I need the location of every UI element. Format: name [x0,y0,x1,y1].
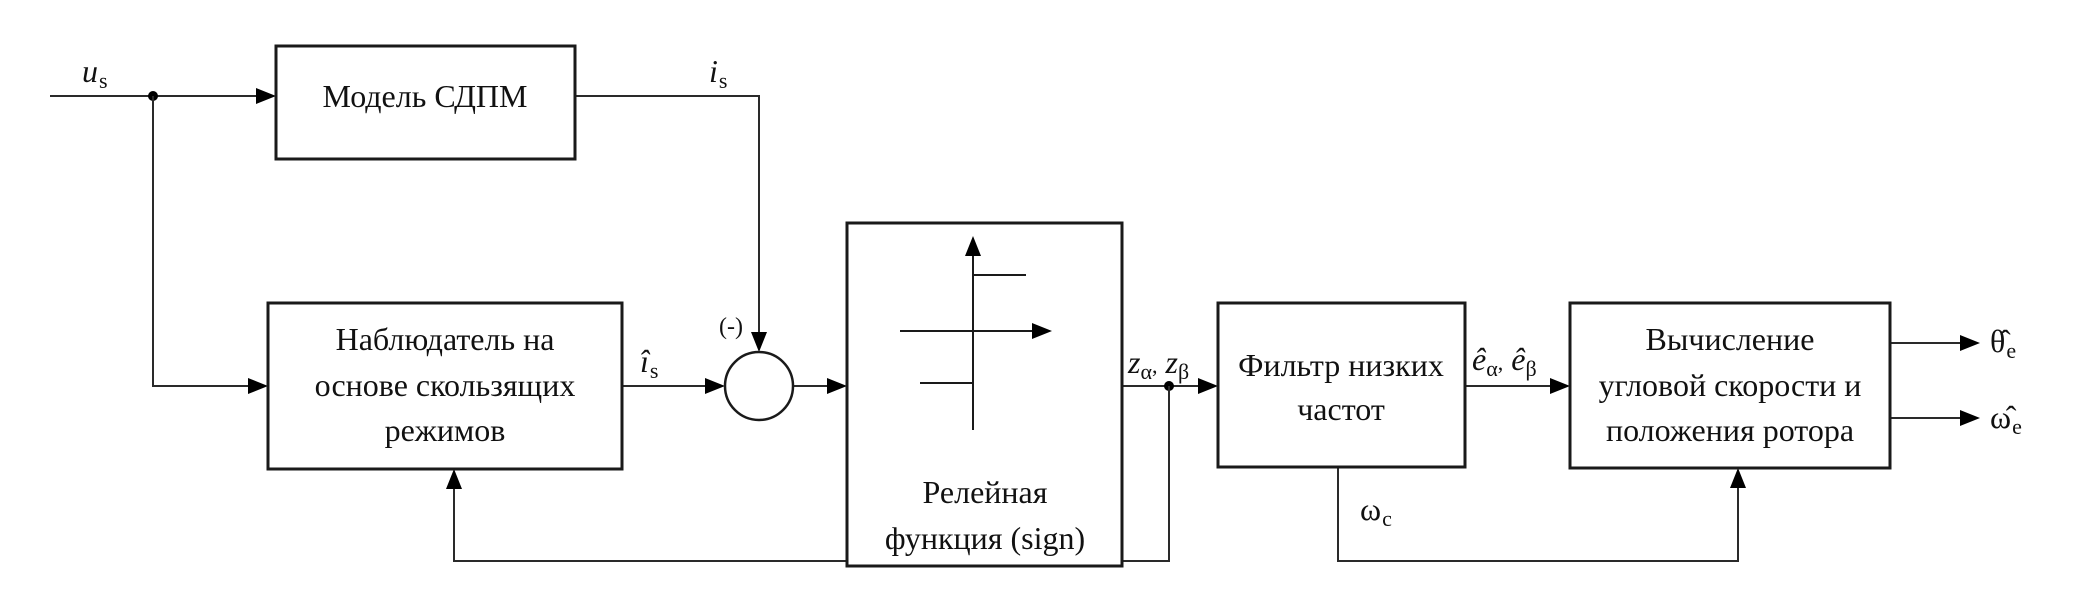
label-z-alpha-beta: zα,zβ [1127,344,1189,384]
wire-omega-c [1337,467,1739,562]
label-e-hat-alpha-beta: êα,êβ [1472,341,1537,381]
wire-us-to-observer [152,96,254,387]
arrow-into-model [256,88,276,104]
block-relay-line-2: функция (sign) [885,520,1085,556]
wire-is [575,95,760,338]
arrow-into-estimator [1550,378,1570,394]
block-observer-line-1: Наблюдатель на [336,321,555,357]
block-relay-line-1: Релейная [923,474,1048,510]
label-is-hat: îs [640,343,658,383]
arrow-into-observer [248,378,268,394]
label-us: us [82,53,108,93]
block-estimator: Вычисление угловой скорости и положения … [1568,301,1892,470]
arrow-into-relay [827,378,847,394]
sign-function-graph-icon [900,236,1052,430]
arrow-theta-out [1960,335,1980,351]
arrow-omega-out [1960,410,1980,426]
wire-feedback-z [453,386,1170,562]
block-lpf-line-1: Фильтр низких [1238,347,1444,383]
label-theta-e-hat: θ̂e [1990,323,2016,363]
arrow-into-lpf [1198,378,1218,394]
block-observer-line-2: основе скользящих [315,367,576,403]
arrow-into-observer-bottom [446,469,462,489]
summing-junction [723,350,795,422]
label-omega-e-hat: ω̂e [1990,399,2022,439]
label-minus-sign: (-) [719,314,743,340]
block-observer: Наблюдатель на основе скользящих режимов [266,301,624,471]
label-is: is [709,53,727,93]
block-lpf: Фильтр низких частот [1216,301,1467,469]
block-estimator-line-3: положения ротора [1606,412,1854,448]
block-lpf-line-2: частот [1297,391,1385,427]
block-observer-line-3: режимов [385,412,506,448]
block-estimator-line-2: угловой скорости и [1599,367,1862,403]
block-estimator-line-1: Вычисление [1646,321,1815,357]
arrow-into-estimator-bottom [1730,468,1746,488]
label-omega-c: ωc [1360,491,1392,531]
block-pmsm-model: Модель СДПМ [274,44,577,161]
arrow-into-sum-top [751,332,767,352]
block-pmsm-model-label: Модель СДПМ [323,78,528,114]
block-relay: Релейная функция (sign) [845,221,1124,568]
arrow-into-sum-left [705,378,725,394]
